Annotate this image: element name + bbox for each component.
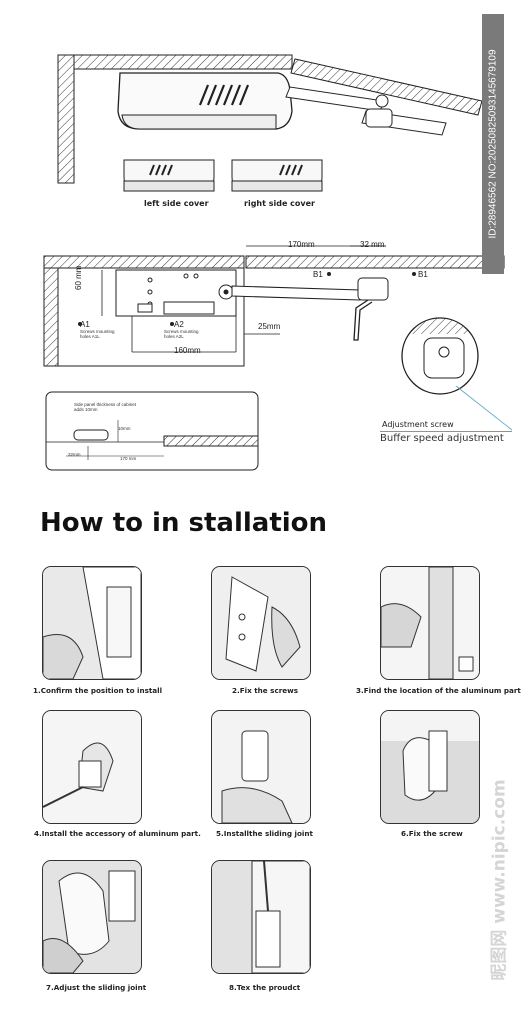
hole-note-a2: Screws mounting holes A2L [164,329,199,339]
dim-170mm: 170mm [288,240,315,249]
step-4-caption: 4.Install the accessory of aluminum part… [34,829,201,838]
side-panel-dim-10mm: 10mm [118,426,131,431]
side-panel-dim-170mm: 170 mm [120,456,137,461]
marker-b1-right: B1 [418,270,428,279]
adjustment-underline [380,431,512,432]
dim-60mm: 60 mm [74,265,83,290]
step-1-caption: 1.Confirm the position to install [33,686,163,695]
marker-a2: A2 [174,320,184,329]
side-panel-dim-32mm: 32mm [68,452,81,457]
side-panel-diagram [45,391,259,471]
step-2-photo [211,566,311,680]
step-5-photo [211,710,311,824]
adjustment-zoom-diagram [401,317,513,431]
step-3-photo [380,566,480,680]
step-3-caption: 3.Find the location of the aluminum part [356,686,521,695]
side-panel-note: Side panel thickness of cabinet adds 10m… [74,402,137,412]
step-8-caption: 8.Tex the proudct [229,983,301,992]
dim-25mm: 25mm [258,322,281,331]
right-side-cover-label: right side cover [244,199,315,208]
step-6-photo [380,710,480,824]
marker-b1-left: B1 [313,270,323,279]
step-5-caption: 5.Installthe sliding joint [216,829,313,838]
left-side-cover-label: left side cover [144,199,209,208]
step-1-photo [42,566,142,680]
step-7-photo [42,860,142,974]
site-watermark: 昵图网 www.nipic.com [489,779,510,981]
step-6-caption: 6.Fix the screw [401,829,463,838]
adjustment-title: Adjustment screw [382,420,454,429]
dimension-diagram [43,245,505,367]
step-8-photo [211,860,311,974]
step-7-caption: 7.Adjust the sliding joint [46,983,147,992]
image-id-watermark: ID:28946562 NO:20250825093145679109 [482,14,504,274]
step-2-caption: 2.Fix the screws [232,686,299,695]
adjustment-subtitle: Buffer speed adjustment [380,433,504,444]
step-4-photo [42,710,142,824]
marker-a1: A1 [80,320,90,329]
dim-160mm: 160mm [174,346,201,355]
hole-note-a1: Screws mounting holes A1L [80,329,115,339]
installation-heading: How to in stallation [40,508,328,538]
dim-32mm: 32 mm [360,240,385,249]
hinge-mounting-diagram [57,54,483,192]
